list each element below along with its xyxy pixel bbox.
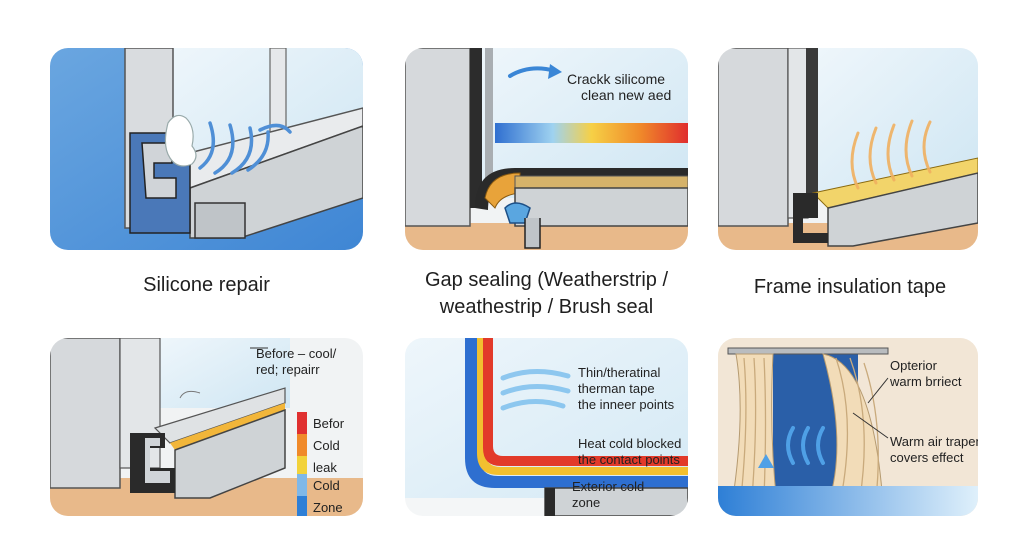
note-line: warm brriect bbox=[890, 374, 962, 389]
legend-label: Cold bbox=[313, 437, 340, 453]
note-line: Exterior cold bbox=[572, 479, 645, 494]
gap-sealing-illustration bbox=[405, 48, 688, 250]
thermal-tape-illustration bbox=[405, 338, 688, 516]
frame-insulation-illustration bbox=[718, 48, 978, 250]
note-line: zone bbox=[572, 495, 601, 510]
legend-label: Cold bbox=[313, 477, 340, 493]
caption-silicone-repair: Silicone repair bbox=[143, 274, 270, 296]
gap-sealing-panel: Crackk silicome clean new aed bbox=[405, 48, 688, 250]
silicone-repair-illustration bbox=[50, 48, 363, 250]
note-line: the inneer points bbox=[578, 397, 675, 412]
caption-frame-insulation: Frame insulation tape bbox=[753, 276, 947, 298]
legend-swatch bbox=[297, 434, 307, 456]
legend-swatch bbox=[297, 496, 307, 516]
before-repair-note: Before – cool/ red; repairr bbox=[256, 346, 336, 378]
note-line: covers effect bbox=[890, 450, 964, 465]
note-line: the contact points bbox=[578, 452, 680, 467]
caption-line: Gap sealing (Weatherstrip / bbox=[424, 269, 669, 291]
legend-item: Befor bbox=[297, 412, 344, 434]
legend-item: Zone bbox=[297, 496, 343, 516]
note-line: Opterior bbox=[890, 358, 937, 373]
legend-item: Cold bbox=[297, 434, 340, 456]
heat-blocked-note: Heat cold blocked the contact points bbox=[578, 436, 681, 468]
note-line: therman tape bbox=[578, 381, 655, 396]
note-line: red; repairr bbox=[256, 362, 320, 377]
thermal-tape-panel: Thin/theratinal therman tape the inneer … bbox=[405, 338, 688, 516]
warm-air-note: Warm air trapem covers effect bbox=[890, 434, 978, 466]
caption-line: weathestrip / Brush seal bbox=[439, 296, 654, 318]
note-line: Warm air trapem bbox=[890, 434, 978, 449]
legend-label: leak bbox=[313, 459, 337, 475]
note-line: Thin/theratinal bbox=[578, 365, 661, 380]
note-line: Heat cold blocked bbox=[578, 436, 682, 451]
legend-swatch bbox=[297, 412, 307, 434]
note-line: Crackk silicome bbox=[567, 71, 666, 87]
curtain-panel: Opterior warm brriect Warm air trapem co… bbox=[718, 338, 978, 516]
legend-label: Zone bbox=[313, 499, 343, 515]
legend-swatch bbox=[297, 474, 307, 496]
legend-label: Befor bbox=[313, 415, 345, 431]
silicone-repair-panel bbox=[50, 48, 363, 250]
frame-insulation-panel bbox=[718, 48, 978, 250]
cold-leak-illustration bbox=[50, 338, 363, 516]
curtain-illustration bbox=[718, 338, 978, 516]
note-line: clean new aed bbox=[581, 87, 672, 103]
gap-sealing-note: Crackk silicome clean new aed bbox=[567, 71, 671, 103]
caption-gap-sealing: Gap sealing (Weatherstrip / weathestrip … bbox=[390, 267, 703, 321]
legend-swatch bbox=[297, 456, 307, 478]
exterior-cold-note: Exterior cold zone bbox=[572, 479, 644, 511]
legend-item: leak bbox=[297, 456, 337, 478]
legend-item: Cold bbox=[297, 474, 340, 496]
cold-leak-panel: Before – cool/ red; repairr Befor Cold l… bbox=[50, 338, 363, 516]
thermal-tape-note: Thin/theratinal therman tape the inneer … bbox=[578, 365, 674, 413]
note-line: Before – cool/ bbox=[256, 346, 337, 361]
opterior-note: Opterior warm brriect bbox=[890, 358, 962, 390]
